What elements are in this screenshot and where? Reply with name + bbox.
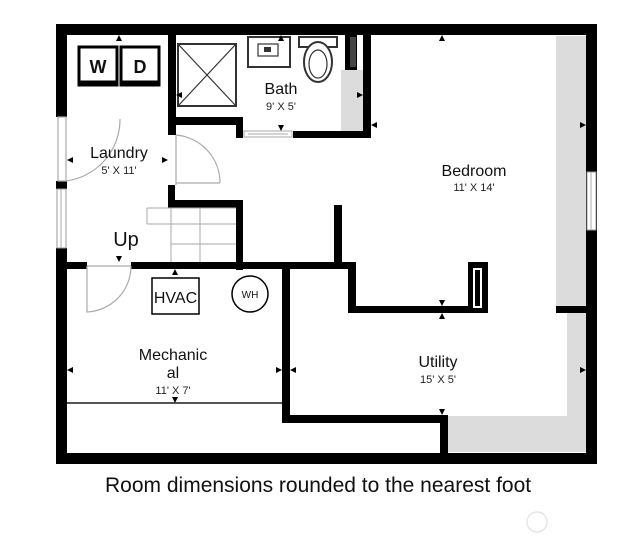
dryer: D <box>119 45 161 87</box>
bath-door[interactable] <box>175 134 221 185</box>
sink <box>247 36 291 68</box>
washer: W <box>77 45 119 87</box>
bath-dims: 9' X 5' <box>266 101 296 113</box>
mechanical-name-line2: al <box>167 365 179 382</box>
dimensions-footnote: Room dimensions rounded to the nearest f… <box>105 474 532 497</box>
utility-name: Utility <box>418 354 457 371</box>
bedroom-dims: 11' X 14' <box>453 182 494 194</box>
bath-linen-closet <box>341 70 363 131</box>
bedroom-closet <box>556 36 586 308</box>
dimension-markers <box>67 35 586 415</box>
laundry-door[interactable] <box>57 116 121 182</box>
toilet <box>298 36 338 83</box>
hvac-label: HVAC <box>154 290 197 307</box>
utility-closet-bottom <box>447 416 586 452</box>
mechanical-name-line1: Mechanic <box>139 347 207 364</box>
shower <box>177 43 237 107</box>
laundry-dims: 5' X 11' <box>101 165 136 177</box>
utility-dims: 15' X 5' <box>420 374 456 386</box>
mechanical-door[interactable] <box>86 265 132 313</box>
dryer-label: D <box>134 57 147 77</box>
stairs-up-label: Up <box>113 229 139 251</box>
bedroom-name: Bedroom <box>442 163 507 180</box>
bath-pocket-door[interactable] <box>243 130 293 138</box>
watermark-icon <box>526 511 548 533</box>
washer-label: W <box>90 57 107 77</box>
hvac-unit: HVAC <box>151 277 200 315</box>
bath-name: Bath <box>265 81 298 98</box>
water-heater: WH <box>231 275 269 313</box>
laundry-name: Laundry <box>90 145 148 162</box>
mechanical-dims: 11' X 7' <box>155 385 190 397</box>
stairs <box>146 207 236 262</box>
water-heater-label: WH <box>242 290 259 301</box>
